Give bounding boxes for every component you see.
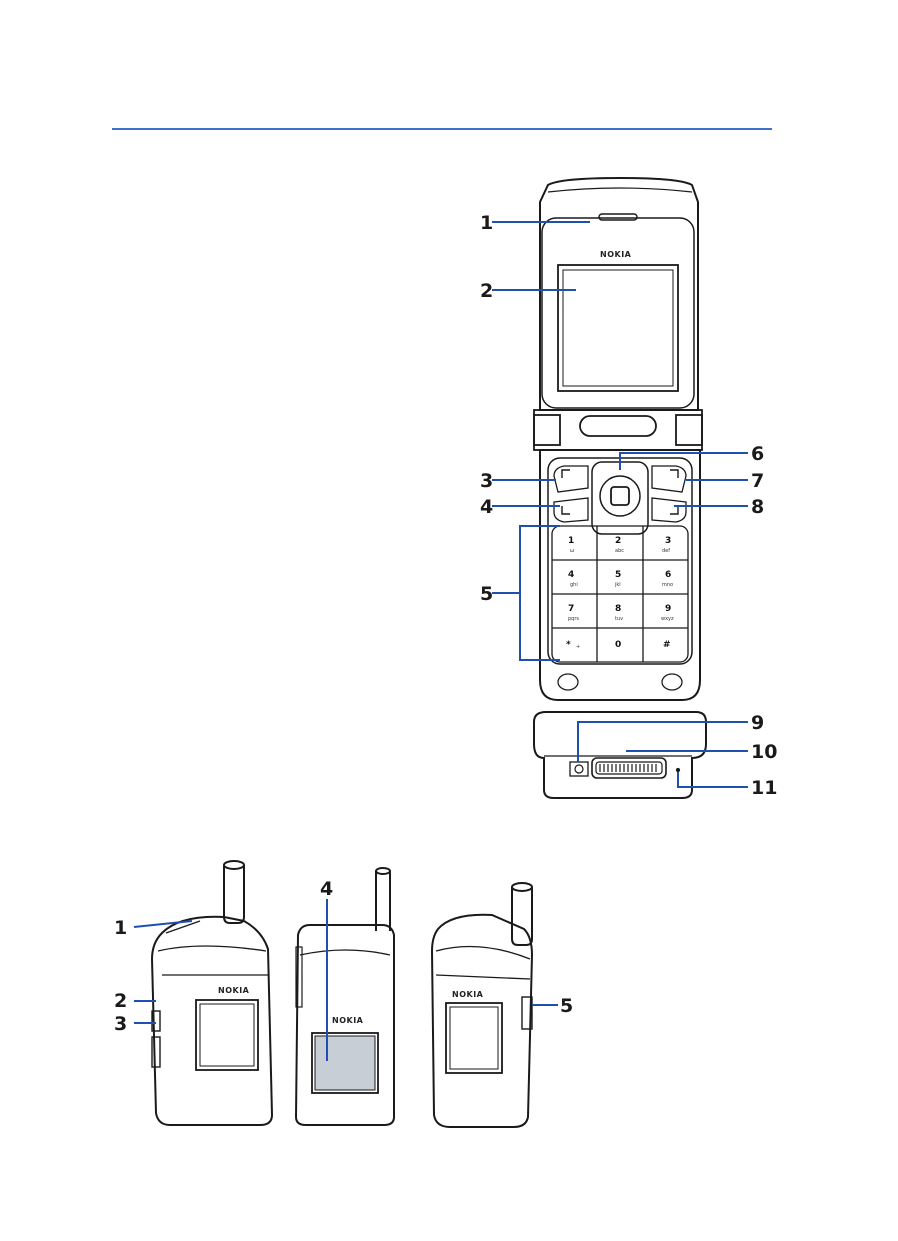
right-view-brand: NOKIA [452, 990, 484, 999]
closed-phone-front-view [296, 868, 394, 1125]
closed-phone-views-diagram: NOKIA NOKIA NOKIA 1 2 3 4 5 [100, 855, 580, 1140]
callout-7: 7 [751, 470, 764, 492]
keypad: 1 ω 2 abc 3 def 4 ghi 5 jkl 6 mno 7 pqrs… [566, 536, 674, 650]
phone-bottom-edge [534, 712, 706, 798]
callout-3: 3 [480, 470, 493, 492]
connector-pins [600, 764, 656, 772]
key-4-letters: ghi [570, 582, 578, 588]
key-4: 4 [568, 570, 574, 580]
key-star-sub: + [576, 644, 580, 650]
key-6: 6 [665, 570, 671, 580]
closed-callout-1: 1 [114, 917, 127, 939]
key-9-letters: wxyz [661, 616, 674, 622]
front-view-brand: NOKIA [332, 1016, 364, 1025]
callout-9: 9 [751, 712, 764, 734]
key-7-letters: pqrs [568, 616, 579, 622]
key-star: * [566, 640, 571, 650]
phone-brand-logo: NOKIA [600, 250, 632, 259]
callout-8: 8 [751, 496, 764, 518]
callout-11: 11 [751, 777, 777, 799]
key-3-letters: def [662, 548, 670, 554]
key-0: 0 [615, 640, 621, 650]
header-rule [112, 128, 772, 130]
callout-4: 4 [480, 496, 493, 518]
key-2-letters: abc [615, 548, 624, 554]
key-2: 2 [615, 536, 621, 546]
closed-callout-3: 3 [114, 1013, 127, 1035]
key-7: 7 [568, 604, 574, 614]
key-5: 5 [615, 570, 621, 580]
key-8: 8 [615, 604, 621, 614]
callout-10: 10 [751, 741, 777, 763]
closed-phone-left-view [152, 861, 272, 1125]
closed-callout-2: 2 [114, 990, 127, 1012]
key-8-letters: tuv [615, 616, 623, 622]
callout-2: 2 [480, 280, 493, 302]
phone-upper-flip [540, 178, 698, 410]
key-3: 3 [665, 536, 671, 546]
closed-callout-4: 4 [320, 878, 333, 900]
phone-hinge [534, 410, 702, 450]
key-hash: # [663, 640, 671, 650]
callout-1: 1 [480, 212, 493, 234]
key-1-letters: ω [570, 548, 574, 554]
key-1: 1 [568, 536, 574, 546]
closed-callout-5: 5 [560, 995, 573, 1017]
key-9: 9 [665, 604, 671, 614]
callout-6: 6 [751, 443, 764, 465]
open-phone-diagram: NOKIA 1 ω 2 abc [460, 170, 790, 820]
callout-5: 5 [480, 583, 493, 605]
left-view-brand: NOKIA [218, 986, 250, 995]
closed-phone-right-view [432, 883, 532, 1127]
key-5-letters: jkl [614, 582, 621, 588]
key-6-letters: mno [662, 582, 673, 588]
closed-callout-numbers: 1 2 3 4 5 [114, 878, 573, 1035]
